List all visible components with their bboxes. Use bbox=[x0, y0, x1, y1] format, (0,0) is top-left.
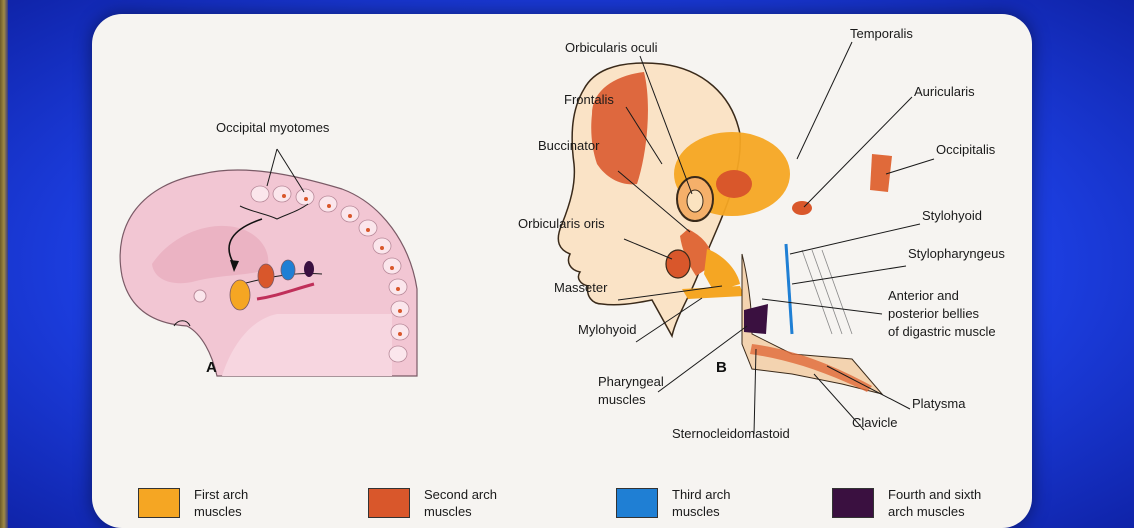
label-clavicle: Clavicle bbox=[852, 415, 898, 430]
legend-item-fourth-sixth-arch: Fourth and sixth arch muscles bbox=[832, 486, 1032, 520]
legend-swatch-third-arch bbox=[616, 488, 658, 518]
panel-b-label: B bbox=[716, 359, 727, 376]
label-occipitalis: Occipitalis bbox=[936, 142, 996, 157]
legend-item-second-arch: Second arch muscles bbox=[368, 486, 574, 520]
legend-swatch-first-arch bbox=[138, 488, 180, 518]
label-orbicularis-oris: Orbicularis oris bbox=[518, 216, 605, 231]
label-orbicularis-oculi: Orbicularis oculi bbox=[565, 40, 658, 55]
embryo-drawing bbox=[120, 149, 417, 376]
label-auricularis: Auricularis bbox=[914, 84, 975, 99]
figure-canvas: Occipital myotomes A bbox=[92, 14, 1032, 528]
figure-card: Occipital myotomes A bbox=[92, 14, 1032, 528]
window-edge bbox=[0, 0, 8, 528]
label-buccinator: Buccinator bbox=[538, 138, 600, 153]
head-drawing bbox=[558, 63, 892, 394]
label-masseter: Masseter bbox=[554, 280, 608, 295]
label-temporalis: Temporalis bbox=[850, 26, 913, 41]
label-stylohyoid: Stylohyoid bbox=[922, 208, 982, 223]
label-digastric-line3: of digastric muscle bbox=[888, 324, 996, 339]
label-pharyngeal-line1: Pharyngeal bbox=[598, 374, 664, 389]
panel-a-label: A bbox=[206, 359, 217, 376]
legend-label-fourth-sixth-arch: Fourth and sixth arch muscles bbox=[888, 486, 1032, 520]
label-stylopharyngeus: Stylopharyngeus bbox=[908, 246, 1005, 261]
label-occipital-myotomes: Occipital myotomes bbox=[216, 120, 330, 135]
label-digastric-line2: posterior bellies bbox=[888, 306, 980, 321]
label-mylohyoid: Mylohyoid bbox=[578, 322, 637, 337]
legend-item-first-arch: First arch muscles bbox=[138, 486, 344, 520]
label-digastric-line1: Anterior and bbox=[888, 288, 959, 303]
legend-label-second-arch: Second arch muscles bbox=[424, 486, 574, 520]
label-platysma: Platysma bbox=[912, 396, 966, 411]
legend-swatch-fourth-sixth-arch bbox=[832, 488, 874, 518]
label-pharyngeal-line2: muscles bbox=[598, 392, 646, 407]
legend-swatch-second-arch bbox=[368, 488, 410, 518]
legend-label-first-arch: First arch muscles bbox=[194, 486, 344, 520]
label-frontalis: Frontalis bbox=[564, 92, 614, 107]
legend-item-third-arch: Third arch muscles bbox=[616, 486, 822, 520]
legend-label-third-arch: Third arch muscles bbox=[672, 486, 822, 520]
label-sternocleidomastoid: Sternocleidomastoid bbox=[672, 426, 790, 441]
